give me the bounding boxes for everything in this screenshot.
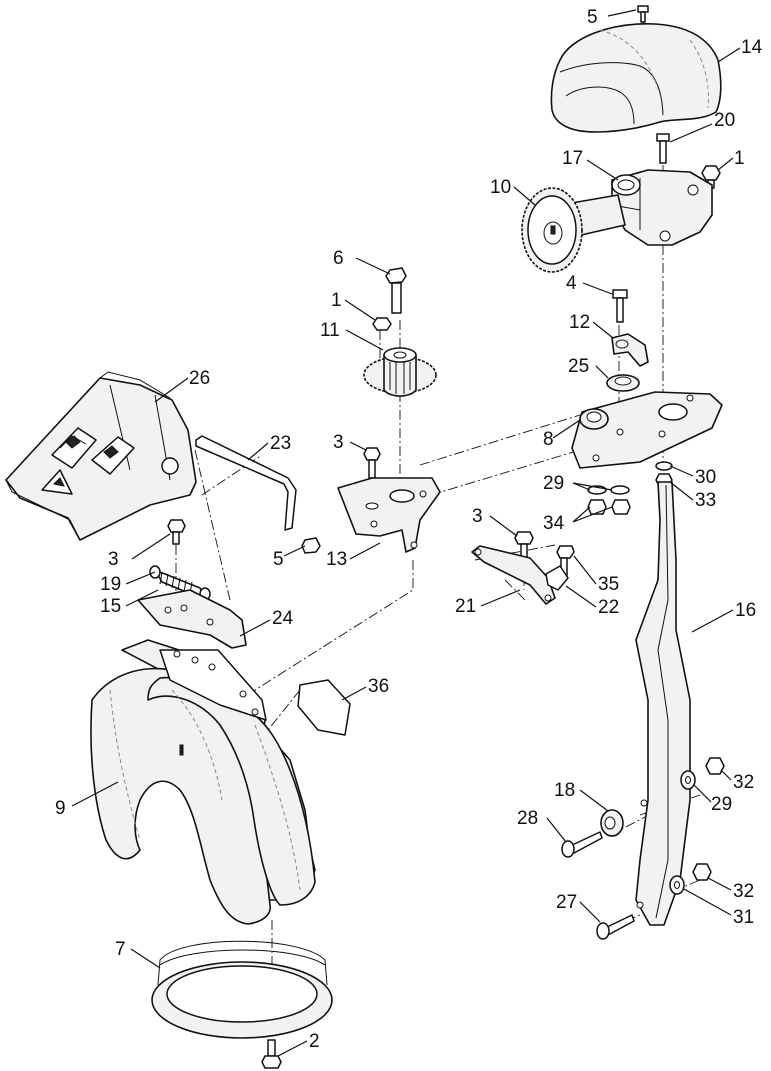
part-6-bolt (385, 267, 407, 314)
callout-9: 9 (55, 798, 66, 819)
callout-4: 4 (566, 273, 577, 294)
part-32-nut-lower (692, 863, 712, 881)
part-20-bolt (656, 133, 670, 164)
part-27-pin (596, 914, 635, 940)
callout-11: 11 (320, 320, 340, 341)
part-29-washer-lower (680, 770, 696, 790)
part-1-nut-mid (372, 317, 392, 331)
part-22-clip (545, 565, 569, 591)
callout-18: 18 (554, 780, 575, 801)
part-32-nut-upper (705, 757, 725, 775)
callout-34: 34 (543, 513, 565, 534)
part-3-bolt-mid (363, 447, 381, 479)
callout-17: 17 (562, 148, 583, 169)
callout-27: 27 (556, 892, 577, 913)
part-14-cover (550, 23, 722, 133)
callout-3: 3 (472, 506, 483, 527)
part-18-roller (600, 809, 624, 837)
part-28-pin (561, 831, 603, 858)
part-29-washers (587, 485, 630, 495)
callout-23: 23 (270, 433, 291, 454)
callout-3: 3 (333, 432, 344, 453)
part-24-latch-plate (137, 589, 247, 649)
callout-31: 31 (733, 907, 754, 928)
callout-16: 16 (735, 600, 756, 621)
decal-icon (51, 427, 97, 469)
callout-7: 7 (115, 939, 126, 960)
decal-icon (91, 436, 135, 475)
callout-21: 21 (455, 596, 476, 617)
callout-26: 26 (189, 368, 210, 389)
callout-30: 30 (695, 467, 716, 488)
part-13-mount-plate (337, 477, 441, 553)
callout-29: 29 (543, 473, 564, 494)
part-31-washer (669, 875, 685, 895)
part-8-bracket-plate (571, 391, 723, 469)
callout-5: 5 (273, 549, 284, 570)
part-2-bolt (261, 1039, 282, 1069)
part-10-crown-gear (521, 187, 626, 273)
warning-triangle-icon (41, 469, 73, 495)
callout-14: 14 (741, 37, 763, 58)
callout-12: 12 (569, 312, 590, 333)
callout-33: 33 (695, 490, 716, 511)
part-16-rod (635, 481, 691, 926)
callout-25: 25 (568, 356, 589, 377)
callout-1: 1 (331, 290, 342, 311)
part-12-arm (611, 333, 649, 367)
part-7-ring (151, 940, 333, 1039)
callout-3: 3 (108, 549, 119, 570)
part-21-link (471, 545, 556, 605)
part-4-bolt (612, 289, 628, 323)
callout-6: 6 (333, 248, 344, 269)
callout-20: 20 (714, 110, 735, 131)
callout-5: 5 (587, 7, 598, 28)
callout-35: 35 (598, 574, 619, 595)
part-5-bolt-left (301, 537, 321, 554)
callout-13: 13 (326, 549, 347, 570)
callout-10: 10 (490, 177, 511, 198)
callout-24: 24 (272, 608, 294, 629)
part-11-gear (363, 347, 437, 397)
part-36-decal (297, 679, 351, 736)
part-3-bolt-left (167, 519, 186, 545)
part-34-nuts (587, 499, 631, 515)
part-25-bushing (606, 374, 640, 392)
callout-15: 15 (100, 596, 121, 617)
callout-2: 2 (309, 1031, 320, 1052)
callout-29: 29 (711, 794, 732, 815)
part-5-bolt-top (637, 5, 649, 23)
part-23-rod (195, 435, 297, 531)
part-17-gearbox-housing (611, 169, 713, 246)
leader-lines (71, 9, 741, 1057)
callout-labels: 5 14 20 17 1 10 6 4 1 11 12 25 26 8 3 23… (55, 7, 763, 1052)
callout-22: 22 (598, 597, 619, 618)
callout-28: 28 (517, 808, 538, 829)
callout-32: 32 (733, 772, 754, 793)
callout-32: 32 (733, 881, 754, 902)
callout-19: 19 (100, 574, 121, 595)
callout-36: 36 (368, 676, 389, 697)
part-30-washer (655, 461, 673, 471)
callout-1: 1 (734, 148, 745, 169)
part-9-chute (90, 639, 316, 925)
part-26-panel (5, 371, 197, 541)
callout-8: 8 (543, 429, 554, 450)
